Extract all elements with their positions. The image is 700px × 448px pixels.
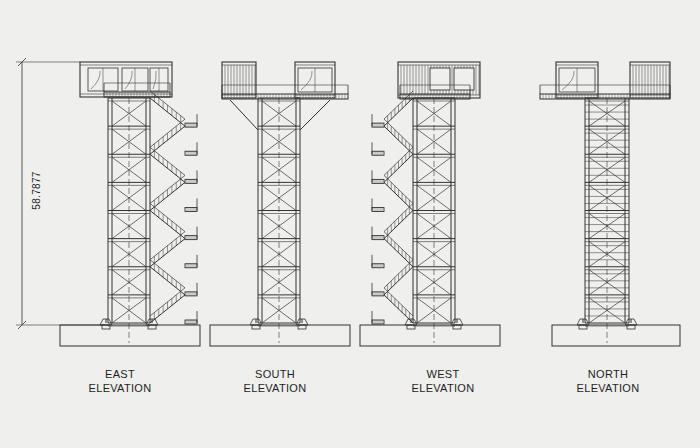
container-cabin	[556, 62, 598, 98]
view-title: EAST ELEVATION	[81, 367, 159, 396]
dimension-value: 58.7877	[30, 169, 43, 211]
lattice-tower	[250, 98, 308, 343]
lattice-tower	[100, 98, 158, 343]
container-cabin	[222, 62, 256, 98]
platform	[222, 85, 348, 99]
stair-flights	[150, 91, 197, 324]
view-title: WEST ELEVATION	[404, 367, 482, 396]
foundation	[552, 325, 680, 346]
container-cabin	[398, 62, 480, 98]
lattice-tower	[405, 98, 463, 343]
view-title: SOUTH ELEVATION	[236, 367, 314, 396]
container-cabin	[630, 62, 670, 98]
container-cabin	[295, 62, 335, 98]
stair-flights	[372, 91, 413, 324]
container-cabin	[80, 62, 172, 97]
dimension-line	[16, 58, 104, 329]
lattice-tower	[577, 98, 637, 343]
foundation	[360, 325, 500, 346]
foundation	[210, 325, 350, 346]
platform	[104, 83, 170, 97]
foundation	[60, 325, 200, 346]
platform	[400, 85, 470, 99]
platform	[540, 85, 670, 99]
elevation-drawings	[16, 58, 680, 346]
view-title: NORTH ELEVATION	[569, 367, 647, 396]
